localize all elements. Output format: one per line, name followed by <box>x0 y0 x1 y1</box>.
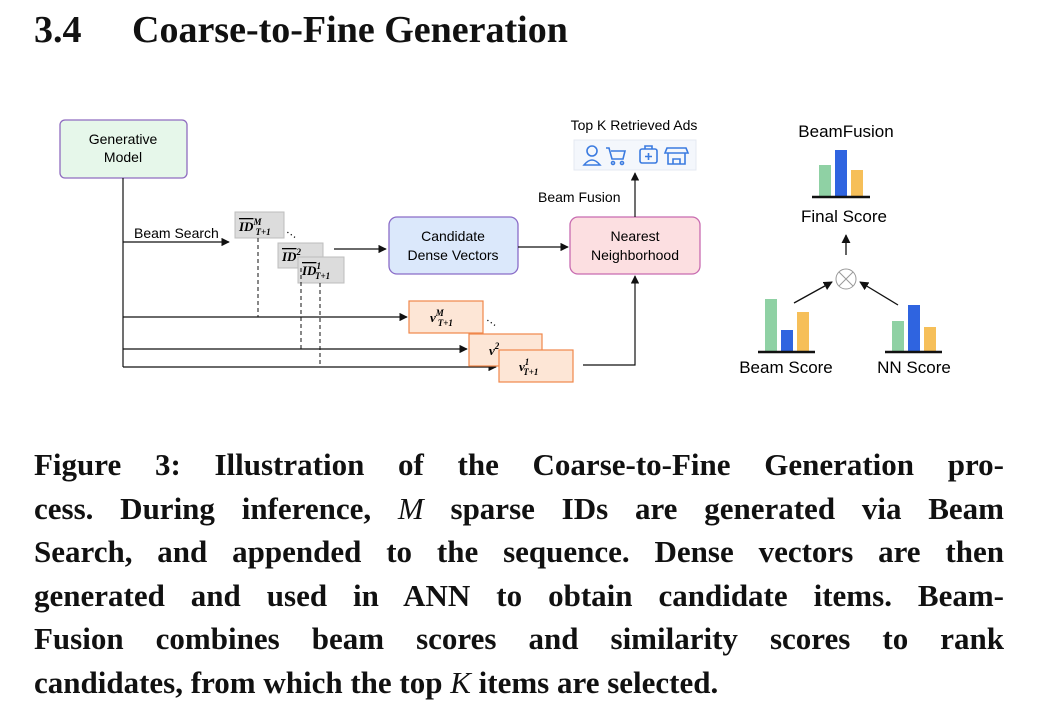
sparse-id-1-sup: 1 <box>316 261 321 271</box>
caption-text: Fusion combines beam scores and similari… <box>34 621 1004 656</box>
ellipsis-2: ··· <box>483 313 501 331</box>
nn-score-bars <box>885 305 942 354</box>
candidate-dense-vectors-box: Candidate Dense Vectors <box>388 216 519 275</box>
section-heading: 3.4 Coarse-to-Fine Generation <box>34 8 568 52</box>
generative-model-box: Generative Model <box>59 119 188 179</box>
person-icon <box>582 145 602 166</box>
beam-fusion-label: Beam Fusion <box>538 189 620 205</box>
final-score-label: Final Score <box>801 207 887 226</box>
svg-text:vMT+1: vMT+1 <box>430 308 453 328</box>
svg-text:v1T+1: v1T+1 <box>519 357 538 377</box>
caption-line: Figure 3: Illustration of the Coarse-to-… <box>34 443 1004 487</box>
sparse-id-m-sup: M <box>252 217 262 227</box>
caption-line: Search, and appended to the sequence. De… <box>34 530 1004 574</box>
caption-text: items are selected. <box>470 664 719 700</box>
sparse-id-m-sub: T+1 <box>255 227 270 237</box>
candidate-label-2: Dense Vectors <box>407 247 498 263</box>
sparse-id-m-base: ID <box>238 219 254 234</box>
dense-vec-2-sup: 2 <box>494 341 500 351</box>
sparse-id-1-sub: T+1 <box>315 271 330 281</box>
caption-text: M <box>397 490 424 526</box>
figure-caption: Figure 3: Illustration of the Coarse-to-… <box>34 443 1004 704</box>
beam-to-combine-arrow <box>793 281 833 304</box>
nearest-neighborhood-box: Nearest Neighborhood <box>569 216 701 275</box>
dense-to-nearest-arrow <box>583 275 640 366</box>
sparse-id-2-base: ID <box>281 249 297 264</box>
combine-symbol <box>835 268 857 290</box>
dense-vec-m-sup: M <box>435 308 445 318</box>
svg-text:v2: v2 <box>489 341 500 358</box>
dense-vec-1-sub: T+1 <box>523 367 538 377</box>
ellipsis-1: ··· <box>283 225 301 243</box>
beam-score-bars <box>758 299 815 354</box>
caption-text: cess. During inference, <box>34 490 398 526</box>
generative-model-label-2: Model <box>104 149 142 165</box>
nn-score-label: NN Score <box>877 358 951 377</box>
final-score-bars <box>812 150 870 199</box>
sparse-id-2-sup: 2 <box>295 247 301 257</box>
caption-line: candidates, from which the top K items a… <box>34 661 1004 705</box>
nn-to-combine-arrow <box>859 281 899 306</box>
generative-model-label-1: Generative <box>89 131 158 147</box>
caption-text: candidates, from which the top <box>34 664 451 700</box>
caption-text: Figure 3: Illustration of the Coarse-to-… <box>34 447 1004 482</box>
caption-line: cess. During inference, M sparse IDs are… <box>34 487 1004 531</box>
dense-vec-m-sub: T+1 <box>438 318 453 328</box>
dense-vec-2-base: v <box>489 343 495 358</box>
nearest-label-2: Neighborhood <box>591 247 679 263</box>
beam-score-label: Beam Score <box>739 358 833 377</box>
beam-search-label: Beam Search <box>134 225 219 241</box>
dense-vec-m-base: v <box>430 310 436 325</box>
section-number: 3.4 <box>34 9 82 51</box>
store-icon <box>663 147 690 165</box>
caption-line: generated and used in ANN to obtain cand… <box>34 574 1004 618</box>
candidate-label-1: Candidate <box>421 228 485 244</box>
dense-vec-1-sup: 1 <box>525 357 530 367</box>
svg-text:ID2: ID2 <box>281 247 301 264</box>
medical-bag-icon <box>639 145 658 164</box>
caption-text: Search, and appended to the sequence. De… <box>34 534 1004 569</box>
top-k-label: Top K Retrieved Ads <box>571 117 698 133</box>
caption-text: K <box>450 664 471 700</box>
beamfusion-title: BeamFusion <box>798 122 893 141</box>
sparse-id-1-base: ID <box>301 263 317 278</box>
nearest-label-1: Nearest <box>610 228 659 244</box>
section-title: Coarse-to-Fine Generation <box>132 9 568 51</box>
caption-text: generated and used in ANN to obtain cand… <box>34 577 1004 613</box>
cart-icon <box>606 147 627 166</box>
dense-vec-1-base: v <box>519 359 525 374</box>
caption-line: Fusion combines beam scores and similari… <box>34 617 1004 661</box>
caption-text: sparse IDs are generated via Beam <box>423 490 1005 526</box>
